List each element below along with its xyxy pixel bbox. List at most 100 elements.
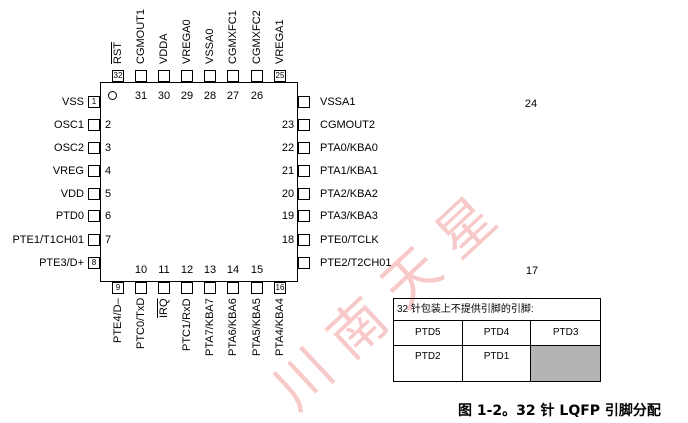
pin-2 [88,119,100,131]
pin-label-28: VSSA0 [204,28,216,64]
pin-number-20: 20 [281,188,295,200]
pin-label-29: VREGA0 [181,19,193,64]
pin-17 [298,257,310,269]
pin-29 [181,70,193,82]
pin-32: 32 [112,70,124,82]
pin-19 [298,210,310,222]
pin-number-16: 16 [275,283,285,292]
pin-label-23: CGMOUT2 [320,119,375,131]
pin-number-26: 26 [250,90,264,102]
pin-label-7: PTE1/T1CH01 [12,234,84,246]
pin-label-6: PTD0 [55,210,84,222]
pin-30 [158,70,170,82]
pin-number-1: 1 [91,97,97,106]
pin-25: 25 [274,70,286,82]
pin-number-8: 8 [91,258,97,267]
figure-caption: 图 1-2。32 针 LQFP 引脚分配 [458,403,661,419]
pin-1: 1 [88,96,100,108]
table-cell: PTD2 [394,346,463,381]
table-cell: PTD4 [463,321,532,345]
pin-number-32: 32 [113,71,123,80]
pin-15 [251,282,263,294]
pin-number-23: 23 [281,119,295,131]
pin-7 [88,234,100,246]
pin-label-2: OSC1 [54,119,84,131]
pin-number-25: 25 [275,71,285,80]
pin-number-22: 22 [281,142,295,154]
pin-12 [181,282,193,294]
pin-label-30: VDDA [158,33,170,64]
table-header: 32 针包装上不提供引脚的引脚: [394,299,600,321]
pin-number-29: 29 [180,90,194,102]
pin-16: 16 [274,282,286,294]
pin-number-27: 27 [226,90,240,102]
table-cell: PTD3 [552,327,579,338]
pin-11 [158,282,170,294]
pin-number-30: 30 [157,90,171,102]
table-row: PTD5 PTD4 PTD3 [394,321,600,346]
pin-22 [298,142,310,154]
pin-23 [298,119,310,131]
pin-label-21: PTA1/KBA1 [320,165,378,177]
pin-label-31: CGMOUT1 [135,9,147,64]
pin-label-25: VREGA1 [274,19,286,64]
pin-14 [227,282,239,294]
pin-number-11: 11 [158,264,170,276]
pin-number-6: 6 [104,210,112,222]
pin-number-12: 12 [180,264,194,276]
pin-20 [298,188,310,200]
pin-number-21: 21 [281,165,295,177]
pin-number-7: 7 [104,234,112,246]
pin-28 [204,70,216,82]
pin-18 [298,234,310,246]
pin-label-27: CGMXFC1 [227,10,239,64]
pin-number-9: 9 [115,283,121,292]
table-cell: PTD1 [463,346,532,381]
pin-10 [135,282,147,294]
pin-label-26: CGMXFC2 [251,10,263,64]
pin-number-5: 5 [104,188,112,200]
pin-number-4: 4 [104,165,112,177]
pin-21 [298,165,310,177]
table-cell: PTD5 [394,321,463,345]
pin-label-4: VREG [52,165,84,177]
pin-number-2: 2 [104,119,112,131]
pin-number-10: 10 [134,264,148,276]
pin-4 [88,165,100,177]
table-cell-empty [531,346,600,381]
pin-number-17: 17 [525,265,539,277]
pin-number-13: 13 [203,264,217,276]
pin-label-9: PTE4/D– [112,298,124,343]
pin-label-8: PTE3/D+ [39,257,84,269]
pin-label-11: IRQ [158,298,170,318]
pin-9: 9 [112,282,124,294]
unbonded-pins-table: 32 针包装上不提供引脚的引脚: PTD5 PTD4 PTD3 PTD2 PTD… [393,298,601,382]
pin-24 [298,96,310,108]
pin-number-24: 24 [524,98,538,110]
pin1-indicator [108,91,117,100]
pin-label-19: PTA3/KBA3 [320,210,378,222]
pin-number-31: 31 [134,90,148,102]
pin-label-12: PTC1/RxD [181,298,193,351]
pin-label-1: VSS [61,96,84,108]
pin-number-14: 14 [226,264,240,276]
pin-6 [88,210,100,222]
pin-number-19: 19 [281,210,295,222]
pin-label-14: PTA6/KBA6 [227,298,239,356]
pin-label-22: PTA0/KBA0 [320,142,378,154]
pin-number-3: 3 [104,142,112,154]
pin-label-10: PTC0/TxD [135,298,147,350]
pin-26 [251,70,263,82]
pin-8: 8 [88,257,100,269]
pin-label-32: RST [112,42,124,64]
pin-27 [227,70,239,82]
table-row: PTD2 PTD1 [394,346,600,381]
pin-number-18: 18 [281,234,295,246]
pin-label-5: VDD [60,188,84,200]
pin-31 [135,70,147,82]
pin-5 [88,188,100,200]
pin-label-20: PTA2/KBA2 [320,188,378,200]
pin-13 [204,282,216,294]
pin-number-15: 15 [250,264,264,276]
